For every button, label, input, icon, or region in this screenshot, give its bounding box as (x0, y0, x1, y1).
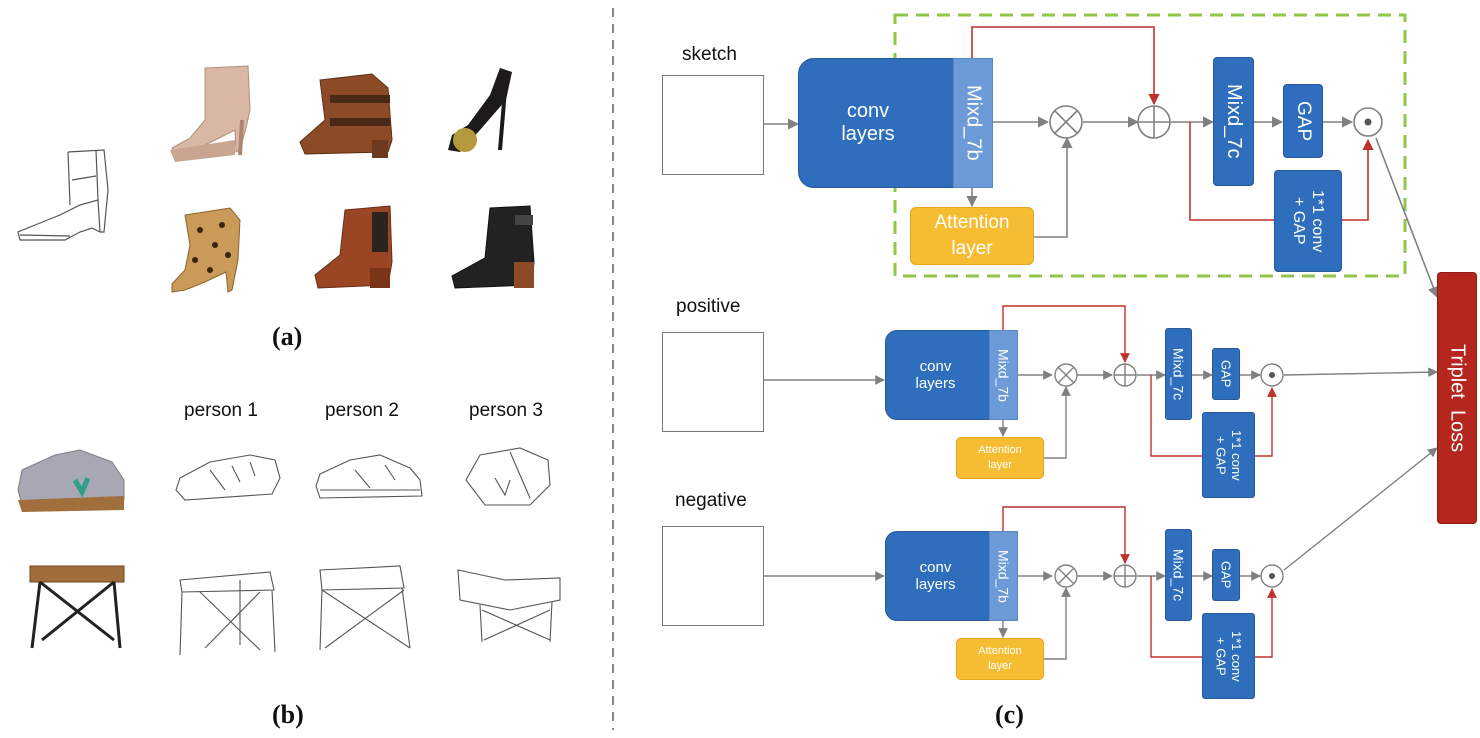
branch-red-1 (1189, 122, 1274, 221)
conv11-gap-block-3: 1*1 conv + GAP (1202, 613, 1255, 699)
shortcut-red-3 (1002, 506, 1130, 564)
thumb-positive (662, 332, 764, 432)
thumb-negative (662, 526, 764, 626)
gap-block-2: GAP (1212, 348, 1240, 400)
caption-c: (c) (995, 700, 1024, 729)
arrow-dot-to-loss-2 (1283, 367, 1438, 378)
thumb-sketch (662, 75, 764, 175)
conv11-gap-label-1: 1*1 conv + GAP (1290, 189, 1327, 253)
arrow-attention-to-multiply-3 (1044, 587, 1071, 660)
mixd7c-block-2: Mixd_7c (1165, 328, 1192, 420)
triplet-loss-block: Triplet Loss (1437, 272, 1477, 524)
panel-a-photo-spiked-black-pump (448, 68, 512, 152)
shortcut-red-1 (971, 26, 1160, 106)
mixd7b-block-3: Mixd_7b (989, 531, 1018, 621)
attention-layer-1: Attention layer (910, 207, 1034, 265)
input-label-negative: negative (675, 490, 747, 511)
sketch-sneaker-person-2 (315, 454, 423, 499)
sketch-stool-person-3 (457, 569, 561, 643)
gap-label-1: GAP (1293, 100, 1314, 142)
conv11-gap-label-3: 1*1 conv + GAP (1213, 630, 1245, 682)
sketch-stool-person-1 (179, 571, 276, 656)
caption-a: (a) (272, 322, 303, 351)
mixd7c-label-1: Mixd_7c (1223, 84, 1245, 159)
panel-a-photo-leopard-bootie (171, 207, 241, 293)
arrow-attention-to-multiply-1 (1034, 136, 1073, 238)
attention-layer-3: Attention layer (956, 638, 1044, 680)
arrow-conv11-to-dot-1 (1342, 138, 1374, 221)
panel-a-photo-tan-bootie (170, 65, 251, 162)
mixd7b-label-1: Mixd_7b (962, 85, 985, 161)
triplet-loss-label: Triplet Loss (1446, 343, 1469, 453)
shortcut-red-2 (1002, 305, 1130, 363)
gap-block-1: GAP (1283, 84, 1323, 158)
gap-label-3: GAP (1218, 561, 1234, 589)
panel-a-photo-black-suede-bootie (451, 205, 535, 289)
panel-a-photo-cognac-chelsea-boot (314, 205, 393, 289)
branch-red-3 (1150, 576, 1202, 658)
panel-a-photo-brown-buckle-boot (299, 73, 393, 158)
mixd7b-label-2: Mixd_7b (995, 348, 1012, 402)
conv11-gap-block-1: 1*1 conv + GAP (1274, 170, 1342, 272)
mixd7b-block-1: Mixd_7b (953, 58, 993, 188)
sketch-sneaker-person-3 (465, 447, 551, 506)
gap-block-3: GAP (1212, 549, 1240, 601)
attention-layer-2: Attention layer (956, 437, 1044, 479)
sketch-sneaker-person-1 (175, 454, 281, 501)
label-person-2: person 2 (325, 400, 399, 421)
mixd7c-label-2: Mixd_7c (1170, 347, 1187, 401)
sketch-stool-person-2 (319, 565, 411, 651)
conv-layers-block-2: conv layers (885, 330, 1000, 420)
branch-red-2 (1150, 375, 1202, 457)
panel-b-photo-sneaker (17, 449, 125, 512)
conv11-gap-label-2: 1*1 conv + GAP (1213, 429, 1245, 481)
conv-layers-block-3: conv layers (885, 531, 1000, 621)
label-person-1: person 1 (184, 400, 258, 421)
mixd7b-label-3: Mixd_7b (995, 549, 1012, 603)
arrow-dot-to-loss-3 (1283, 447, 1438, 571)
mixd7c-block-1: Mixd_7c (1213, 57, 1254, 186)
label-person-3: person 3 (469, 400, 543, 421)
conv-layers-block-1: conv layers (798, 58, 968, 188)
arrow-conv11-to-dot-3 (1255, 588, 1277, 658)
mixd7c-label-3: Mixd_7c (1170, 548, 1187, 602)
arrow-dot-to-loss-1 (1375, 137, 1439, 299)
arrow-attention-to-multiply-2 (1044, 386, 1071, 459)
panel-a-query-sketch (17, 149, 109, 241)
arrow-conv11-to-dot-2 (1255, 387, 1277, 457)
gap-label-2: GAP (1218, 360, 1234, 388)
input-label-positive: positive (676, 296, 741, 317)
conv11-gap-block-2: 1*1 conv + GAP (1202, 412, 1255, 498)
mixd7c-block-3: Mixd_7c (1165, 529, 1192, 621)
input-label-sketch: sketch (682, 44, 737, 65)
panel-b-photo-stool (29, 565, 125, 649)
mixd7b-block-2: Mixd_7b (989, 330, 1018, 420)
caption-b: (b) (272, 700, 304, 729)
